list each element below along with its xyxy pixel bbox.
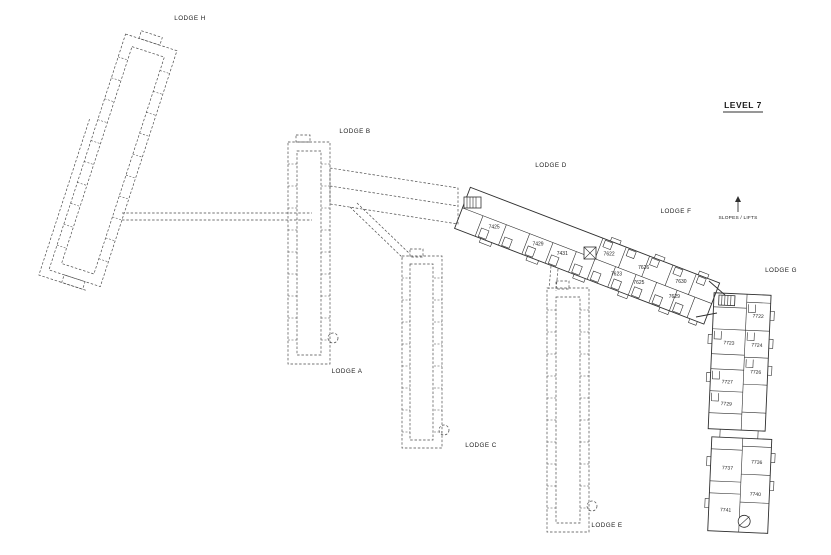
lodge-e-plan bbox=[546, 265, 598, 533]
lodge-h-top-tab bbox=[138, 30, 163, 46]
lodge-e-label: LODGE E bbox=[591, 522, 622, 529]
lodge-g-upper-outline bbox=[707, 292, 772, 432]
room-number: 7740 bbox=[750, 492, 762, 498]
lodge-h-bottom-tab bbox=[61, 274, 86, 290]
room-number: 7623 bbox=[611, 272, 622, 278]
room-number: 7625 bbox=[633, 280, 644, 286]
lodge-e-top-tab bbox=[555, 280, 570, 290]
lodge-b-corridor bbox=[296, 150, 322, 356]
lodge-g-interior-partitions bbox=[711, 304, 756, 402]
lodge-h-outline bbox=[48, 33, 178, 288]
balcony-notches bbox=[478, 236, 710, 326]
lodge-c-corridor bbox=[409, 263, 434, 441]
lodge-f-label: LODGE F bbox=[661, 208, 692, 215]
room-number: 7729 bbox=[721, 401, 733, 407]
room-number: 7425 bbox=[489, 225, 500, 231]
page-title: LEVEL 7 bbox=[724, 100, 762, 110]
lodge-g-left-dividers bbox=[708, 306, 747, 415]
corridor-b-to-c bbox=[349, 202, 411, 259]
room-number: 7726 bbox=[750, 369, 762, 375]
spiral-stair-icon bbox=[737, 514, 751, 528]
lodge-c-room-ticks bbox=[402, 277, 442, 433]
room-interior-partitions bbox=[477, 227, 707, 315]
lodge-a-label: LODGE A bbox=[332, 368, 363, 375]
lodge-b-room-ticks bbox=[288, 163, 330, 341]
lodge-g-plan: 7722 7724 7726 7736 7740 7723 7727 7729 … bbox=[704, 292, 776, 534]
lodge-d-label: LODGE D bbox=[535, 162, 567, 169]
lodge-e-outline bbox=[546, 287, 590, 533]
lodge-h-label: LODGE H bbox=[174, 15, 206, 22]
room-number: 7431 bbox=[557, 251, 568, 257]
lodge-b-label: LODGE B bbox=[339, 128, 370, 135]
lodge-f-upper-room-dividers bbox=[594, 238, 697, 295]
wing-b-to-d-corridor bbox=[329, 185, 459, 207]
lodge-g-lower-dividers bbox=[709, 445, 772, 504]
room-number: 7429 bbox=[532, 241, 543, 247]
room-number: 7727 bbox=[722, 379, 734, 385]
slopes-lifts-label: SLOPES / LIFTS bbox=[718, 215, 757, 221]
lodge-g-lower-outline bbox=[707, 436, 773, 534]
room-number: 7723 bbox=[723, 340, 735, 346]
lodge-e-room-ticks bbox=[547, 309, 589, 509]
corridor-d-to-e bbox=[548, 265, 559, 292]
room-number: 7629 bbox=[669, 294, 680, 300]
room-number: 7741 bbox=[720, 507, 732, 513]
room-number: 7736 bbox=[751, 460, 763, 466]
lodge-b-outline bbox=[287, 141, 331, 365]
lodge-c-stair-tower bbox=[438, 424, 450, 436]
stairs-icon bbox=[718, 294, 736, 307]
lodge-c-plan bbox=[401, 248, 450, 449]
lodge-d-f-plan: 7425 7429 7431 7622 7626 7630 7623 7625 … bbox=[454, 186, 721, 326]
corridor-h-to-b bbox=[122, 212, 312, 221]
lodge-c-top-tab bbox=[409, 248, 424, 258]
up-arrow-icon bbox=[735, 196, 741, 212]
lodge-h-terrace-line bbox=[38, 118, 90, 291]
lodge-d-f-lower-room-dividers bbox=[474, 215, 696, 318]
lodge-g-link bbox=[719, 429, 759, 439]
level-title-group: LEVEL 7 bbox=[723, 100, 763, 113]
wing-b-to-d-outline bbox=[329, 167, 459, 225]
lodge-c-label: LODGE C bbox=[465, 442, 497, 449]
slopes-lifts-annotation: SLOPES / LIFTS bbox=[718, 196, 757, 221]
lodge-h-room-ticks bbox=[56, 56, 170, 263]
lodge-h-plan bbox=[38, 30, 178, 291]
lodge-g-lower-corridor bbox=[738, 438, 744, 533]
room-number: 7626 bbox=[638, 265, 649, 271]
lodge-e-corridor bbox=[555, 296, 581, 524]
room-number: 7630 bbox=[675, 279, 686, 285]
lodge-e-stair-tower bbox=[586, 500, 598, 512]
room-number: 7622 bbox=[604, 252, 615, 258]
lift-icon bbox=[583, 246, 597, 260]
room-number: 7724 bbox=[751, 342, 763, 348]
lodge-b-top-tab bbox=[295, 134, 311, 143]
lodge-h-corridor bbox=[61, 46, 165, 275]
lodge-g-balcony-notches bbox=[704, 310, 776, 509]
room-number: 7737 bbox=[722, 465, 734, 471]
lodge-b-stair-tower bbox=[327, 332, 339, 344]
lodge-g-label: LODGE G bbox=[765, 267, 797, 274]
lodge-g-upper-corridor bbox=[740, 294, 748, 431]
lodge-c-outline bbox=[401, 255, 443, 449]
lodge-b-a-plan bbox=[287, 134, 459, 365]
room-number: 7722 bbox=[752, 313, 764, 319]
lodge-g-right-dividers bbox=[741, 301, 771, 414]
stairs-icon bbox=[463, 196, 482, 209]
